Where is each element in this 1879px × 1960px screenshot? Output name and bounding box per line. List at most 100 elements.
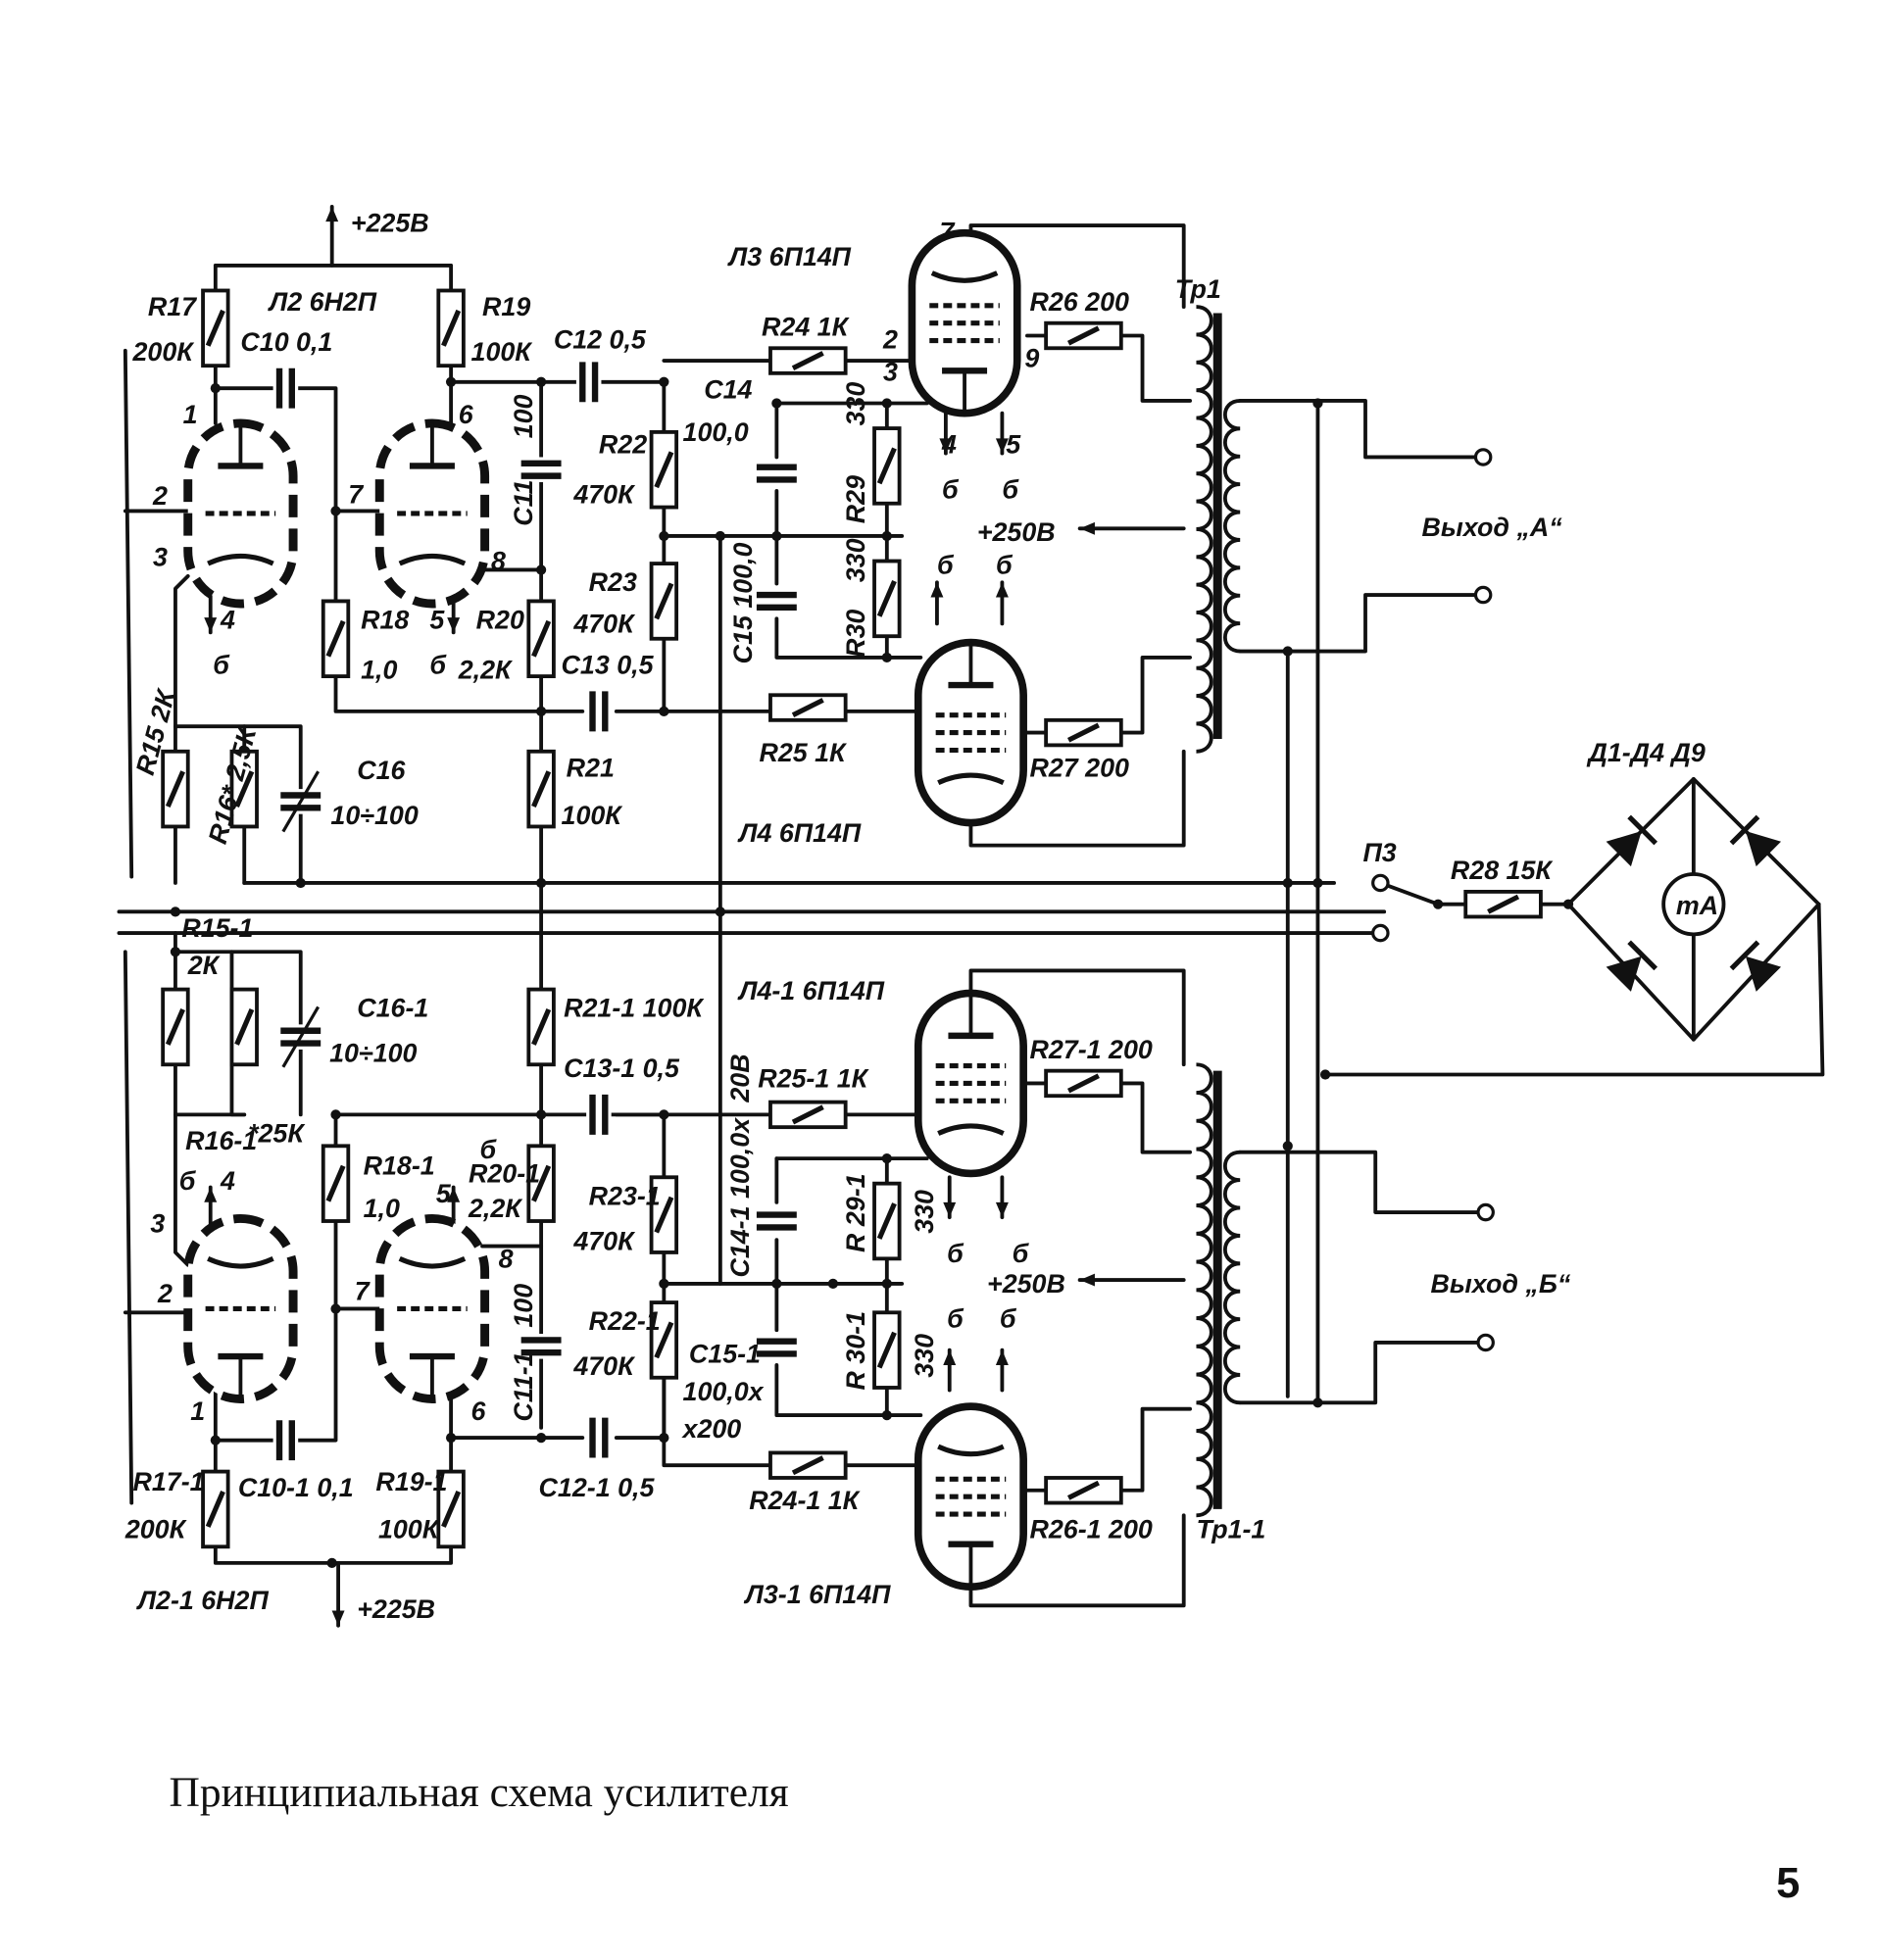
label-v250a: +250В bbox=[977, 517, 1056, 547]
label-l2p1: 1 bbox=[183, 400, 198, 429]
label-bp7: 7 bbox=[355, 1277, 371, 1306]
label-bp1: 1 bbox=[190, 1396, 205, 1426]
label-bp4: 4 bbox=[220, 1166, 235, 1196]
arrow-head bbox=[1079, 521, 1095, 535]
label-c15-1: С15-1 bbox=[689, 1339, 761, 1368]
label-c10: С10 0,1 bbox=[240, 327, 332, 357]
resistor-mark bbox=[165, 1008, 185, 1046]
wire bbox=[173, 950, 303, 1117]
cathode bbox=[937, 772, 1005, 786]
label-r26: R26 200 bbox=[1030, 287, 1130, 317]
wire bbox=[968, 749, 1186, 848]
label-r27-1: R27-1 200 bbox=[1030, 1035, 1153, 1064]
resistor bbox=[649, 429, 679, 510]
label-c16v: 10÷100 bbox=[330, 801, 418, 830]
label-r19-1v: 100К bbox=[378, 1514, 441, 1544]
label-c12: С12 0,5 bbox=[554, 324, 647, 354]
resistor-mark bbox=[791, 698, 824, 717]
arrow-head bbox=[995, 1201, 1009, 1218]
junction-dot bbox=[535, 1432, 547, 1444]
resistor-mark bbox=[876, 447, 897, 485]
resistor-mark bbox=[325, 619, 346, 658]
trim-arrow bbox=[281, 1005, 321, 1068]
diode bbox=[1606, 814, 1658, 867]
arrow-head bbox=[995, 438, 1009, 454]
wire bbox=[1378, 881, 1441, 906]
label-p7: 7 bbox=[940, 217, 956, 246]
label-l3-1: Л3-1 6П14П bbox=[743, 1580, 891, 1609]
arrow-head bbox=[943, 1349, 957, 1365]
switch-contact bbox=[1371, 873, 1390, 893]
junction-dot bbox=[881, 1152, 892, 1164]
junction-dot bbox=[881, 1278, 892, 1290]
junction-dot bbox=[659, 1432, 669, 1444]
label-r20-1: R20-1 bbox=[469, 1158, 540, 1188]
label-l4: Л4 6П14П bbox=[737, 818, 862, 848]
junction-dot bbox=[210, 383, 221, 394]
junction-dot bbox=[1282, 1141, 1293, 1152]
junction-dot bbox=[170, 947, 181, 957]
junction-dot bbox=[210, 1435, 221, 1446]
label-l2p3: 3 bbox=[153, 543, 168, 572]
capacitor bbox=[756, 1208, 797, 1234]
label-b11: б bbox=[947, 1304, 964, 1334]
label-l2p2: 2 bbox=[152, 481, 168, 511]
label-b8: б bbox=[479, 1135, 497, 1164]
resistor-mark bbox=[876, 1331, 897, 1369]
label-r30: R30 bbox=[841, 610, 870, 658]
output-terminal bbox=[1476, 1333, 1495, 1352]
label-r18-1: R18-1 bbox=[364, 1152, 435, 1181]
output-terminal bbox=[1473, 585, 1493, 605]
label-b10: б bbox=[1013, 1239, 1030, 1268]
junction-dot bbox=[326, 1557, 337, 1568]
resistor bbox=[436, 1469, 466, 1549]
resistor-body bbox=[201, 288, 230, 368]
label-r17: R17 bbox=[148, 292, 197, 321]
arrow-head bbox=[995, 1349, 1009, 1365]
diode-triangle bbox=[1606, 830, 1642, 867]
label-r30v: 330 bbox=[841, 538, 870, 582]
label-r27: R27 200 bbox=[1030, 753, 1130, 782]
capacitor bbox=[756, 588, 797, 614]
label-b1: б bbox=[942, 475, 960, 505]
label-b6: б bbox=[429, 651, 447, 680]
capacitor bbox=[520, 457, 562, 483]
cathode bbox=[207, 553, 274, 566]
resistor-mark bbox=[876, 1202, 897, 1240]
junction-dot bbox=[659, 1278, 669, 1290]
resistor bbox=[229, 987, 259, 1067]
label-r22-1: R22-1 bbox=[589, 1306, 661, 1336]
label-ma: mA bbox=[1676, 891, 1718, 920]
junction-dot bbox=[445, 376, 457, 387]
junction-dot bbox=[1433, 899, 1444, 909]
junction-dot bbox=[881, 652, 892, 663]
pentode-tube bbox=[914, 1402, 1027, 1592]
label-r15-1: R15-1 bbox=[181, 913, 253, 943]
resistor-mark bbox=[1487, 894, 1520, 914]
resistor bbox=[321, 599, 351, 679]
variable-capacitor bbox=[280, 1005, 321, 1068]
arrow-head bbox=[204, 617, 218, 633]
label-r22v: 470К bbox=[572, 480, 636, 510]
variable-capacitor bbox=[280, 770, 321, 833]
wire bbox=[1118, 1081, 1193, 1154]
junction-dot bbox=[170, 906, 181, 917]
label-p9: 9 bbox=[1024, 343, 1039, 372]
label-c14-1: С14-1 100,0х bbox=[725, 1117, 755, 1278]
resistor bbox=[436, 288, 466, 368]
label-r29: R29 bbox=[841, 475, 870, 523]
resistor bbox=[161, 987, 190, 1067]
label-c11: С11 bbox=[509, 480, 538, 526]
wire bbox=[968, 1513, 1186, 1608]
resistor-mark bbox=[654, 1321, 674, 1359]
resistor-mark bbox=[531, 1164, 552, 1202]
arrow-head bbox=[995, 582, 1009, 598]
label-p5a: 5 bbox=[1006, 430, 1021, 460]
junction-dot bbox=[535, 1109, 547, 1120]
transformer-winding bbox=[1223, 1150, 1241, 1405]
diode-bar bbox=[1627, 940, 1658, 971]
resistor-mark bbox=[791, 351, 824, 371]
label-bp2: 2 bbox=[157, 1279, 173, 1308]
capacitor bbox=[575, 362, 602, 403]
label-r30-1: R 30-1 bbox=[841, 1311, 870, 1391]
